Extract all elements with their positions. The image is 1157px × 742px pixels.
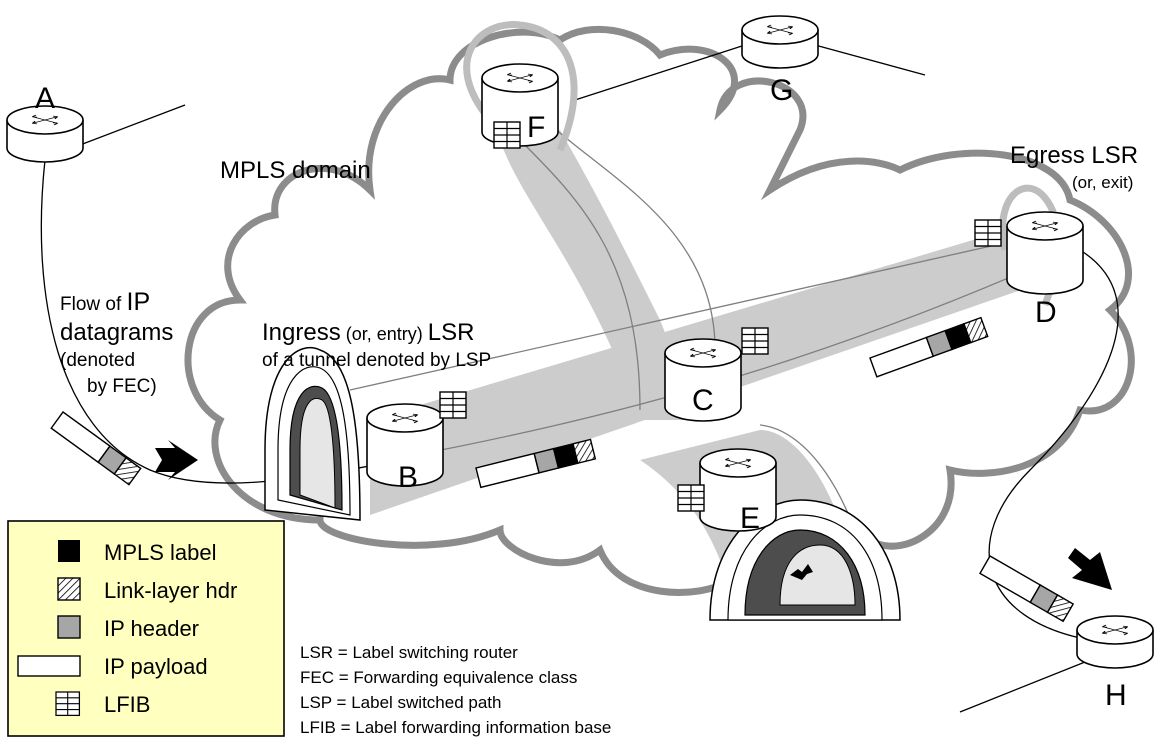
- flow-label-line1: Flow of IP: [60, 288, 150, 316]
- egress-label-line2: (or, exit): [1072, 173, 1133, 192]
- router-d[interactable]: [1006, 211, 1084, 295]
- flow-label-line3: (denoted: [60, 350, 135, 371]
- router-a[interactable]: [6, 105, 84, 163]
- ingress-label-line2: of a tunnel denoted by LSP: [262, 350, 491, 371]
- lfib-icon: [974, 219, 1002, 247]
- lsp-line-top: [349, 234, 1041, 391]
- lsp-band-f-c: [500, 130, 700, 420]
- ingress-label-small: (or, entry): [341, 324, 428, 344]
- node-label-h: H: [1105, 679, 1127, 712]
- glossary: LSR = Label switching router FEC = Forwa…: [300, 643, 611, 737]
- tunnel-ingress-icon: [264, 346, 361, 521]
- tunnel-exit-icon: [709, 499, 901, 621]
- node-label-f: F: [527, 111, 545, 144]
- ingress-label-line1: Ingress (or, entry) LSR: [262, 319, 474, 346]
- router-b[interactable]: [366, 403, 444, 487]
- lfib-icon: [741, 327, 769, 355]
- glossary-line: LSR = Label switching router: [300, 643, 518, 662]
- router-h[interactable]: [1076, 615, 1154, 669]
- router-c[interactable]: [664, 338, 742, 422]
- flow-label-text: Flow of: [60, 294, 127, 315]
- exit-arrow-icon: [1068, 548, 1112, 590]
- legend-swatch-ip-payload: [17, 655, 81, 677]
- node-label-d: D: [1035, 296, 1057, 329]
- legend-box: [7, 520, 285, 737]
- glossary-line: LFIB = Label forwarding information base: [300, 718, 611, 737]
- legend-label-mpls-label: MPLS label: [104, 540, 217, 565]
- node-label-a: A: [35, 82, 55, 115]
- router-g[interactable]: [741, 15, 819, 69]
- legend-swatch-mpls-label: [58, 540, 80, 562]
- legend-swatch-ip-header: [57, 615, 81, 639]
- legend-swatch-link-layer: [57, 577, 81, 601]
- link-d-h: [988, 249, 1119, 641]
- lsp-line-f-c2: [544, 119, 716, 361]
- flow-label-ip: IP: [127, 288, 151, 316]
- link-g-right: [814, 44, 926, 76]
- link-g-left: [574, 44, 746, 101]
- legend-label-link-layer: Link-layer hdr: [104, 578, 237, 603]
- domain-label: MPLS domain: [220, 157, 371, 184]
- packet-flow-a: [50, 411, 142, 486]
- ingress-label-big1: Ingress: [262, 319, 341, 346]
- flow-arrow-icon: [155, 440, 198, 480]
- packet-c-d: [869, 316, 989, 378]
- lsp-line-f-c1: [519, 139, 641, 411]
- link-a-out: [79, 104, 186, 146]
- flow-label-line4: by FEC): [87, 376, 157, 397]
- loop-f: [463, 21, 578, 152]
- lfib-icon: [439, 391, 467, 419]
- lfib-icon: [677, 484, 705, 512]
- packet-b-c: [475, 438, 597, 489]
- glossary-line: LSP = Label switched path: [300, 693, 501, 712]
- flow-label-line2: datagrams: [60, 319, 173, 346]
- egress-label-line1: Egress LSR: [1010, 142, 1138, 169]
- legend-label-ip-header: IP header: [104, 616, 199, 641]
- legend-label-ip-payload: IP payload: [104, 654, 208, 679]
- packet-to-h: [979, 555, 1075, 623]
- ingress-label-big2: LSR: [428, 319, 475, 346]
- legend-label-lfib: LFIB: [104, 692, 150, 717]
- router-e[interactable]: [699, 448, 777, 532]
- node-label-e: E: [740, 502, 760, 535]
- legend-swatch-lfib-icon: [55, 691, 81, 717]
- link-h-out: [959, 659, 1091, 713]
- glossary-line: FEC = Forwarding equivalence class: [300, 668, 577, 687]
- lfib-icon: [493, 121, 521, 149]
- node-label-b: B: [398, 461, 418, 494]
- legend: MPLS label Link-layer hdr IP header IP p…: [7, 520, 285, 737]
- node-label-c: C: [692, 384, 714, 417]
- node-label-g: G: [770, 74, 793, 107]
